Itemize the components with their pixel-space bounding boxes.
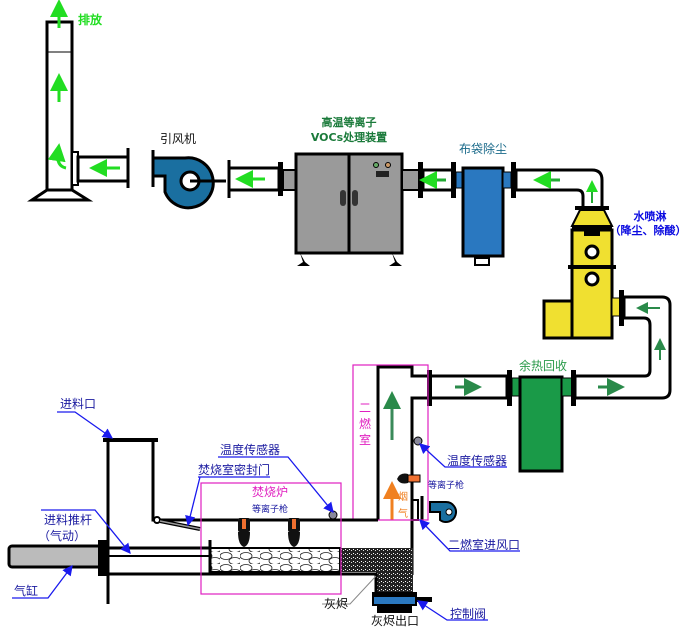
secondary-combustion-chamber bbox=[376, 365, 428, 575]
incinerator-furnace bbox=[103, 438, 413, 604]
secondary-chamber-label-2: 燃 bbox=[359, 416, 371, 431]
bag-dust-collector bbox=[455, 162, 516, 266]
incinerator-highlight bbox=[200, 482, 342, 595]
ash-label: 灰烬 bbox=[324, 597, 348, 611]
ash-outlet-valve bbox=[372, 592, 432, 613]
fan-outlet-pipe bbox=[227, 160, 298, 198]
exhaust-label: 排放 bbox=[78, 12, 103, 27]
secondary-air-inlet-label: 二燃室进风口 bbox=[448, 537, 520, 552]
feed-inlet-label: 进料口 bbox=[60, 397, 96, 411]
voc-device-label-1: 高温等离子 bbox=[322, 115, 377, 129]
bag-scrubber-pipe bbox=[514, 168, 604, 210]
induced-draft-fan bbox=[151, 150, 226, 210]
temperature-sensor-icon bbox=[328, 510, 338, 520]
temp-sensor-left-label: 温度传感器 bbox=[220, 442, 280, 457]
waste-heat-recovery bbox=[507, 370, 576, 473]
flue-gas-label-1: 烟 bbox=[398, 490, 408, 503]
flow-arrow-turn bbox=[47, 143, 67, 170]
plasma-torch-left-1 bbox=[238, 518, 250, 547]
scrubber-label-2: （降尘、除酸） bbox=[610, 223, 687, 237]
cylinder-label: 气缸 bbox=[14, 583, 38, 598]
plasma-torch-right bbox=[397, 473, 421, 484]
secondary-chamber-label-3: 室 bbox=[359, 432, 371, 447]
ash-pile bbox=[340, 548, 413, 572]
feed-pusher-label-1: 进料推杆 bbox=[44, 513, 92, 527]
plasma-voc-treatment-device bbox=[294, 152, 404, 266]
scrubber-label-1: 水喷淋 bbox=[634, 209, 667, 223]
plasma-torch-right-label: 等离子枪 bbox=[428, 479, 464, 491]
voc-device-label-2: VOCs处理装置 bbox=[311, 130, 387, 144]
secondary-chamber-label-1: 二 bbox=[359, 401, 371, 415]
secondary-air-fan bbox=[429, 501, 457, 523]
bag-filter-label: 布袋除尘 bbox=[459, 141, 507, 156]
voc-bag-pipe bbox=[401, 162, 456, 198]
control-valve-label: 控制阀 bbox=[450, 607, 486, 621]
incinerator-label: 焚烧炉 bbox=[252, 485, 288, 499]
waste-material bbox=[209, 547, 341, 573]
flue-gas-label-2: 气 bbox=[398, 507, 408, 520]
water-spray-scrubber bbox=[542, 206, 624, 340]
induced-fan-label: 引风机 bbox=[160, 132, 196, 146]
chimney bbox=[27, 0, 94, 202]
chimney-inlet-pipe bbox=[71, 148, 130, 188]
heat-recovery-label: 余热回收 bbox=[519, 358, 567, 373]
ash-outlet-label: 灰烬出口 bbox=[371, 614, 419, 628]
feed-pusher-label-2: （气动） bbox=[38, 528, 86, 543]
seal-door-label: 焚烧室密封门 bbox=[198, 462, 270, 477]
plasma-torch-left-label: 等离子枪 bbox=[252, 503, 288, 515]
leader-lines bbox=[12, 411, 520, 621]
temp-sensor-right-label: 温度传感器 bbox=[447, 453, 507, 468]
plasma-torch-left-2 bbox=[288, 518, 300, 547]
pneumatic-cylinder bbox=[7, 540, 210, 576]
secondary-chamber-highlight bbox=[352, 364, 429, 521]
temperature-sensor-icon bbox=[413, 436, 423, 446]
